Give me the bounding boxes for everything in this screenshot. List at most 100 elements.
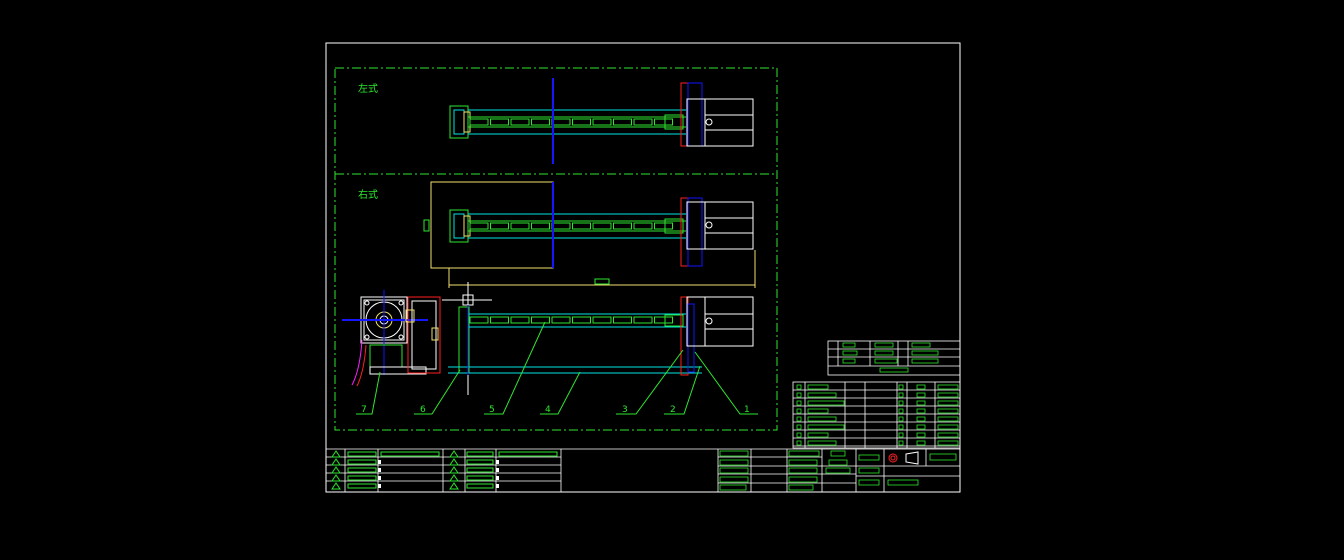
callout-2: 2: [670, 405, 676, 415]
callout-4: 4: [545, 405, 551, 415]
screw-segments-left: [469, 118, 673, 126]
row-entry-box: [937, 400, 959, 406]
screw-segments-right: [469, 222, 673, 230]
row-entry-box: [916, 424, 926, 430]
screw-segment: [469, 316, 489, 324]
screw-segment: [633, 222, 653, 230]
screw-segment: [469, 222, 489, 230]
row-entry-box: [807, 432, 829, 438]
title-block: [326, 448, 960, 492]
row-entry-box: [916, 392, 926, 398]
callout-3: 3: [622, 405, 628, 415]
revision-marker: [378, 484, 381, 488]
row-index-box: [898, 384, 904, 390]
revision-marker: [496, 484, 499, 488]
row-index-box: [898, 432, 904, 438]
revision-entry-box: [347, 459, 377, 465]
screw-segment: [654, 118, 673, 126]
view-label-right: 右式: [358, 188, 378, 201]
revision-entry-box: [466, 467, 494, 473]
screw-segment: [633, 118, 653, 126]
row-entry-box: [807, 424, 845, 430]
drawing-frame: [325, 42, 961, 493]
row-index-box: [796, 424, 802, 430]
screw-segment: [572, 222, 591, 230]
callout-5: 5: [489, 405, 495, 415]
row-entry-box: [807, 416, 837, 422]
revision-marker: [496, 476, 499, 480]
row-index-box: [796, 416, 802, 422]
row-index-box: [796, 400, 802, 406]
screw-segment: [551, 316, 571, 324]
row-entry-box: [916, 432, 926, 438]
front-assembly-view: [342, 282, 754, 395]
row-entry-box: [807, 384, 829, 390]
screw-segment: [551, 118, 571, 126]
row-index-box: [796, 432, 802, 438]
row-index-box: [898, 440, 904, 446]
screw-segment: [572, 316, 591, 324]
row-entry-box: [937, 392, 959, 398]
screw-segment: [469, 118, 489, 126]
screw-segment: [592, 118, 612, 126]
row-entry-box: [807, 440, 837, 446]
row-entry-box: [916, 384, 926, 390]
revision-entry-box: [347, 475, 377, 481]
row-index-box: [796, 384, 802, 390]
row-index-box: [898, 400, 904, 406]
revision-triangle-icon: [331, 458, 341, 466]
revision-entry-box: [347, 467, 377, 473]
callout-1: 1: [744, 405, 750, 415]
screw-segment: [613, 222, 632, 230]
screw-segment: [572, 118, 591, 126]
row-entry-box: [937, 408, 959, 414]
row-entry-box: [937, 416, 959, 422]
row-entry-box: [916, 440, 926, 446]
revision-triangle-icon: [449, 474, 459, 482]
screw-segment: [531, 222, 550, 230]
revision-marker: [378, 460, 381, 464]
row-entry-box: [937, 432, 959, 438]
row-index-box: [796, 408, 802, 414]
row-entry-box: [916, 408, 926, 414]
title-block-entries: [719, 450, 957, 491]
row-entry-box: [937, 424, 959, 430]
revision-triangle-icon: [331, 482, 341, 490]
revision-entry-box: [466, 475, 494, 481]
screw-segment: [490, 222, 509, 230]
screw-segment: [551, 222, 571, 230]
revision-entry-box: [347, 451, 377, 457]
revision-entry-box: [466, 459, 494, 465]
callout-leaders: [356, 321, 758, 415]
screw-segment: [592, 316, 612, 324]
row-entry-box: [807, 408, 829, 414]
title-block-revision-rows: [331, 450, 558, 490]
parts-list-lower-rows: [793, 384, 960, 447]
screw-segment: [654, 222, 673, 230]
revision-marker: [496, 468, 499, 472]
screw-segment: [592, 222, 612, 230]
row-entry-box: [807, 392, 837, 398]
screw-segment: [531, 316, 550, 324]
screw-segment: [490, 316, 509, 324]
callout-6: 6: [420, 405, 426, 415]
left-variant-view: [449, 78, 754, 164]
row-entry-box: [916, 400, 926, 406]
parts-list-upper: [827, 340, 961, 376]
parts-list-upper-entries: [842, 342, 939, 373]
revision-entry-box: [466, 451, 494, 457]
right-variant-view: [423, 181, 756, 288]
screw-segment: [510, 316, 530, 324]
screw-segments-front: [469, 316, 673, 324]
projection-symbol-icon: [888, 451, 919, 465]
row-entry-box: [937, 384, 959, 390]
row-index-box: [898, 424, 904, 430]
parts-list-lower: [792, 381, 961, 449]
revision-marker: [496, 460, 499, 464]
revision-triangle-icon: [331, 474, 341, 482]
revision-triangle-icon: [331, 466, 341, 474]
revision-triangle-icon: [449, 466, 459, 474]
revision-triangle-icon: [449, 458, 459, 466]
revision-triangle-icon: [331, 450, 341, 458]
